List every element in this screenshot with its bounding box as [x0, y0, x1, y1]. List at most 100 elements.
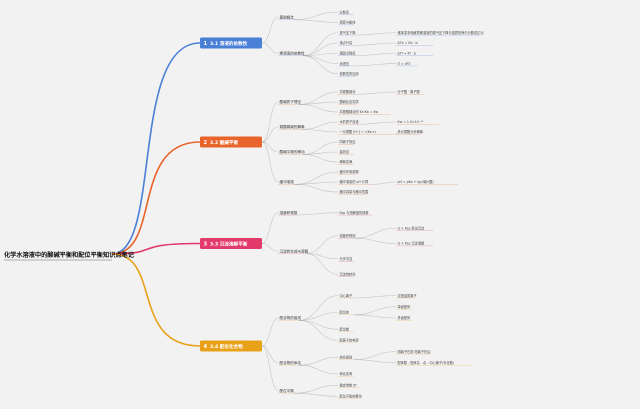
- connector-line: [293, 384, 339, 394]
- connector-line: [293, 181, 339, 185]
- detail-label[interactable]: 多齿配体: [398, 315, 412, 320]
- detail-label[interactable]: 盐效应: [340, 149, 350, 154]
- detail-label[interactable]: 蒸气压下降: [340, 30, 357, 35]
- detail-label[interactable]: 缓冲溶液的 pH 计算: [340, 179, 370, 184]
- subtopic-label[interactable]: 酸碱平衡的移动: [280, 149, 306, 154]
- connector-line: [261, 317, 279, 347]
- detail-label[interactable]: 分步沉淀: [340, 256, 354, 261]
- connector-line: [372, 181, 397, 185]
- connector-line: [261, 141, 279, 183]
- connector-line: [298, 104, 339, 113]
- branch-1-label: 3.1 溶液的依数性: [210, 40, 248, 47]
- detail-label[interactable]: 沸点升高: [340, 40, 353, 45]
- detail-label[interactable]: 配位数: [340, 326, 350, 331]
- detail-label[interactable]: ΔTb = Kb · b: [398, 41, 418, 45]
- detail-label[interactable]: 分散系: [340, 9, 350, 14]
- detail-label[interactable]: ΔTf = Kf · b: [398, 51, 416, 55]
- connector-line: [353, 351, 397, 360]
- connector-line: [261, 17, 279, 44]
- branch-2-box: [200, 136, 262, 148]
- branch-2-number: 2: [204, 140, 208, 146]
- connector-line: [353, 91, 397, 95]
- connector-line: [293, 184, 339, 193]
- detail-label[interactable]: 命名实例: [340, 371, 353, 376]
- detail-label[interactable]: 难挥发非电解质稀溶液的蒸气压下降与溶质的摩尔分数成正比: [398, 30, 484, 35]
- connector-line: [302, 55, 339, 64]
- subtopic-label[interactable]: 沉淀的生成与溶解: [280, 248, 309, 253]
- detail-label[interactable]: 依数性的应用: [340, 71, 359, 76]
- subtopic-label[interactable]: 配合物的组成: [280, 315, 302, 320]
- detail-label[interactable]: 多元弱酸分步解离: [398, 129, 424, 134]
- connector-line: [302, 32, 339, 56]
- subtopic-label[interactable]: 配合物的命名: [280, 360, 302, 365]
- subtopic-label[interactable]: 缓冲溶液: [280, 179, 295, 184]
- subtopic-label[interactable]: 酸碱质子理论: [280, 99, 302, 104]
- detail-label[interactable]: Q < Ksp 沉淀溶解: [398, 241, 426, 246]
- detail-label[interactable]: 共轭酸碱对: [340, 89, 357, 94]
- detail-label[interactable]: 单齿配体: [398, 304, 412, 309]
- detail-label[interactable]: Π = cRT: [398, 62, 411, 66]
- detail-label[interactable]: Q > Ksp 析出沉淀: [398, 225, 426, 230]
- detail-label[interactable]: 凝固点降低: [340, 50, 357, 55]
- detail-label[interactable]: 配位体: [340, 310, 350, 315]
- branch-3-curve: [111, 242, 201, 255]
- root-title: 化学水溶液中的酸碱平衡和配位平衡知识点笔记: [4, 251, 135, 259]
- detail-label[interactable]: 同离子效应: [340, 139, 357, 144]
- detail-label[interactable]: Ksp 与溶解度的换算: [340, 210, 370, 215]
- branch-4-label: 3.4 配位化合物: [210, 343, 243, 350]
- connector-line: [302, 121, 339, 130]
- connector-line: [302, 154, 339, 163]
- subtopic-label[interactable]: 稀溶液的依数性: [280, 50, 306, 55]
- detail-label[interactable]: 渗透压: [340, 61, 350, 66]
- connector-line: [305, 253, 339, 275]
- subtopic-label[interactable]: 弱酸弱碱的解离: [280, 124, 306, 129]
- connector-line: [298, 91, 339, 105]
- detail-label[interactable]: 酸碱反应实质: [340, 99, 360, 104]
- detail-label[interactable]: 溶液与胶体: [340, 20, 357, 25]
- detail-label[interactable]: 溶度积规则: [340, 233, 356, 238]
- detail-label[interactable]: 阴离子在前 阳离子在后: [398, 349, 432, 354]
- connector-line: [261, 345, 279, 364]
- detail-label[interactable]: 一元弱酸 [H⁺] = √(Ka·c): [340, 129, 376, 134]
- branch-1-number: 1: [204, 41, 208, 47]
- detail-label[interactable]: 分子酸 · 离子酸: [398, 89, 421, 94]
- connector-line: [261, 212, 279, 244]
- connector-line: [353, 359, 397, 364]
- connector-line: [302, 129, 339, 133]
- detail-label[interactable]: 过渡金属离子: [398, 293, 418, 298]
- detail-label[interactable]: pH = pKa + lg(c碱/c酸): [398, 179, 434, 184]
- connector-line: [298, 320, 339, 330]
- connector-line: [295, 212, 339, 216]
- detail-label[interactable]: 共轭酸碱对的 Ka·Kb = Kw: [340, 109, 379, 114]
- connector-line: [293, 11, 339, 20]
- detail-label[interactable]: 水的质子自递: [340, 119, 360, 124]
- detail-label[interactable]: 配离子的电荷: [340, 338, 360, 343]
- connector-line: [261, 126, 279, 143]
- subtopic-label[interactable]: 配位平衡: [280, 388, 295, 393]
- detail-label[interactable]: Kw = 1.0×10⁻¹⁴: [398, 120, 424, 124]
- connector-line: [302, 151, 339, 155]
- connector-line: [298, 295, 339, 321]
- detail-label[interactable]: 命名原则: [340, 354, 353, 359]
- connector-line: [353, 32, 397, 36]
- detail-label[interactable]: 配体数 - 配体名 - 合 - 中心离子(氧化数): [398, 360, 455, 365]
- branch-2-curve: [111, 141, 201, 255]
- detail-label[interactable]: 中心离子: [340, 293, 354, 298]
- detail-label[interactable]: 稳定常数 Kf: [340, 382, 358, 387]
- detail-label[interactable]: 稀释定律: [340, 159, 354, 164]
- detail-label[interactable]: 缓冲作用原理: [340, 169, 360, 174]
- connector-line: [353, 237, 397, 244]
- detail-label[interactable]: 沉淀的转化: [340, 272, 357, 277]
- connector-line: [353, 227, 397, 239]
- detail-label[interactable]: 配位平衡的移动: [340, 394, 362, 399]
- branch-4-curve: [111, 253, 201, 347]
- subtopic-label[interactable]: 基础概念: [280, 14, 295, 19]
- connector-line: [293, 171, 339, 185]
- detail-label[interactable]: 缓冲容量与缓冲范围: [340, 189, 369, 194]
- subtopic-label[interactable]: 溶度积常数: [280, 210, 298, 215]
